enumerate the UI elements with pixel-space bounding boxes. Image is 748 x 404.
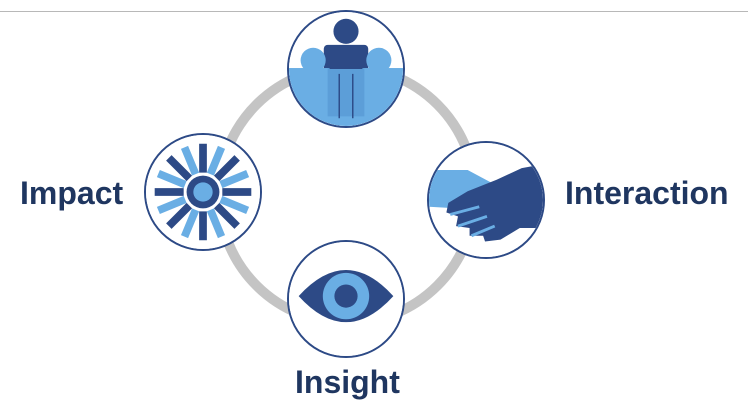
- burst-ray: [180, 145, 200, 176]
- burst-ray: [206, 145, 226, 176]
- top-divider: [0, 11, 748, 12]
- burst-ray: [219, 195, 250, 215]
- people-node: [287, 10, 405, 128]
- burst-ray: [219, 169, 250, 189]
- handshake-icon: [429, 143, 543, 257]
- handshake-node: [427, 141, 545, 259]
- eye-icon: [289, 242, 403, 356]
- impact-label: Impact: [20, 175, 124, 211]
- insight-label: Insight: [295, 364, 400, 400]
- burst-node: [144, 133, 262, 251]
- burst-ray: [213, 202, 240, 229]
- interaction-label: Interaction: [565, 175, 729, 211]
- burst-ray: [156, 195, 187, 215]
- burst-ray: [206, 208, 226, 239]
- burst-ray: [166, 202, 193, 229]
- eye-node: [287, 240, 405, 358]
- burst-ray: [156, 169, 187, 189]
- burst-ray: [180, 208, 200, 239]
- burst-ray: [213, 155, 240, 182]
- people-icon: [289, 12, 403, 126]
- burst-icon: [146, 135, 260, 249]
- burst-ray: [166, 155, 193, 182]
